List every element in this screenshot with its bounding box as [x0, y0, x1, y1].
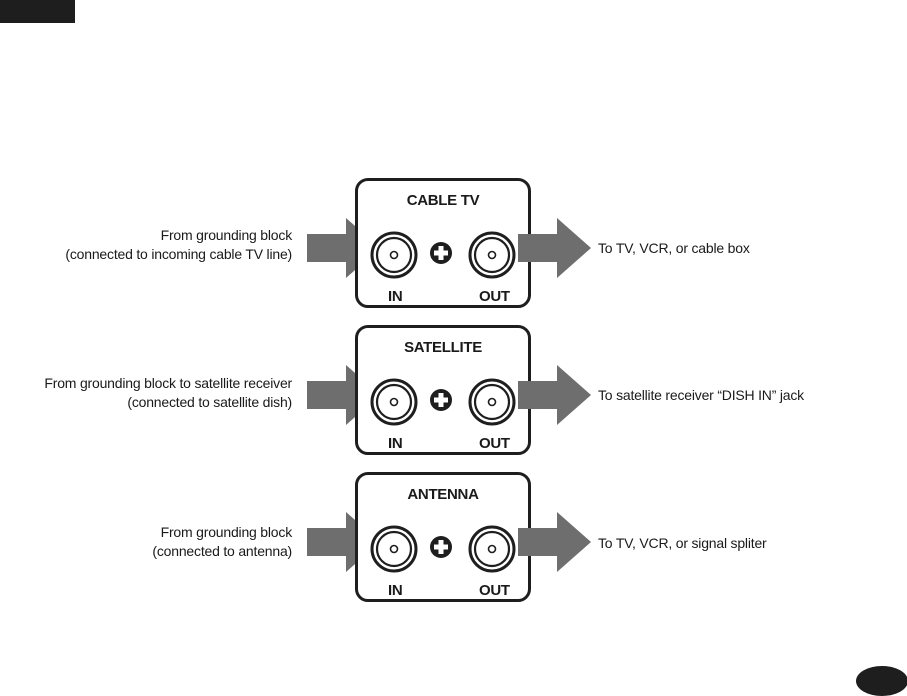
connection-row-satellite: From grounding block to satellite receiv… [0, 325, 907, 461]
in-port-label: IN [388, 435, 403, 452]
plus-icon [430, 242, 452, 264]
to-label: To TV, VCR, or cable box [598, 239, 898, 258]
to-label: To TV, VCR, or signal spliter [598, 534, 898, 553]
right-arrow-icon [518, 218, 591, 278]
to-line-1: To satellite receiver “DISH IN” jack [598, 387, 804, 403]
coaxial-jack-icon [370, 231, 418, 279]
in-port-label: IN [388, 288, 403, 305]
connection-row-cable-tv: From grounding block (connected to incom… [0, 178, 907, 314]
to-line-1: To TV, VCR, or cable box [598, 240, 750, 256]
out-port-label: OUT [479, 435, 510, 452]
out-port-label: OUT [479, 288, 510, 305]
right-arrow-icon [518, 512, 591, 572]
from-line-2: (connected to incoming cable TV line) [65, 246, 292, 262]
from-label: From grounding block (connected to anten… [0, 523, 292, 561]
plus-icon [430, 536, 452, 558]
coaxial-jack-icon [468, 231, 516, 279]
connection-row-antenna: From grounding block (connected to anten… [0, 472, 907, 608]
in-port-label: IN [388, 582, 403, 599]
splitter-box: CABLE TV IN OUT [355, 178, 531, 308]
from-label: From grounding block to satellite receiv… [0, 374, 292, 412]
from-label: From grounding block (connected to incom… [0, 226, 292, 264]
corner-tab [0, 0, 75, 23]
from-line-2: (connected to satellite dish) [127, 394, 292, 410]
splitter-box: SATELLITE IN OUT [355, 325, 531, 455]
box-title: ANTENNA [407, 486, 479, 503]
from-line-1: From grounding block [160, 524, 293, 540]
coaxial-jack-icon [468, 525, 516, 573]
from-line-1: From grounding block [160, 227, 293, 243]
coaxial-jack-icon [370, 378, 418, 426]
page-number-oval [856, 666, 907, 696]
box-title: CABLE TV [406, 192, 480, 209]
to-label: To satellite receiver “DISH IN” jack [598, 386, 898, 405]
right-arrow-icon [518, 365, 591, 425]
splitter-box: ANTENNA IN OUT [355, 472, 531, 602]
from-line-2: (connected to antenna) [152, 543, 292, 559]
from-line-1: From grounding block to satellite receiv… [44, 375, 292, 391]
coaxial-jack-icon [468, 378, 516, 426]
box-title: SATELLITE [404, 339, 482, 356]
out-port-label: OUT [479, 582, 510, 599]
plus-icon [430, 389, 452, 411]
to-line-1: To TV, VCR, or signal spliter [598, 535, 767, 551]
coaxial-jack-icon [370, 525, 418, 573]
